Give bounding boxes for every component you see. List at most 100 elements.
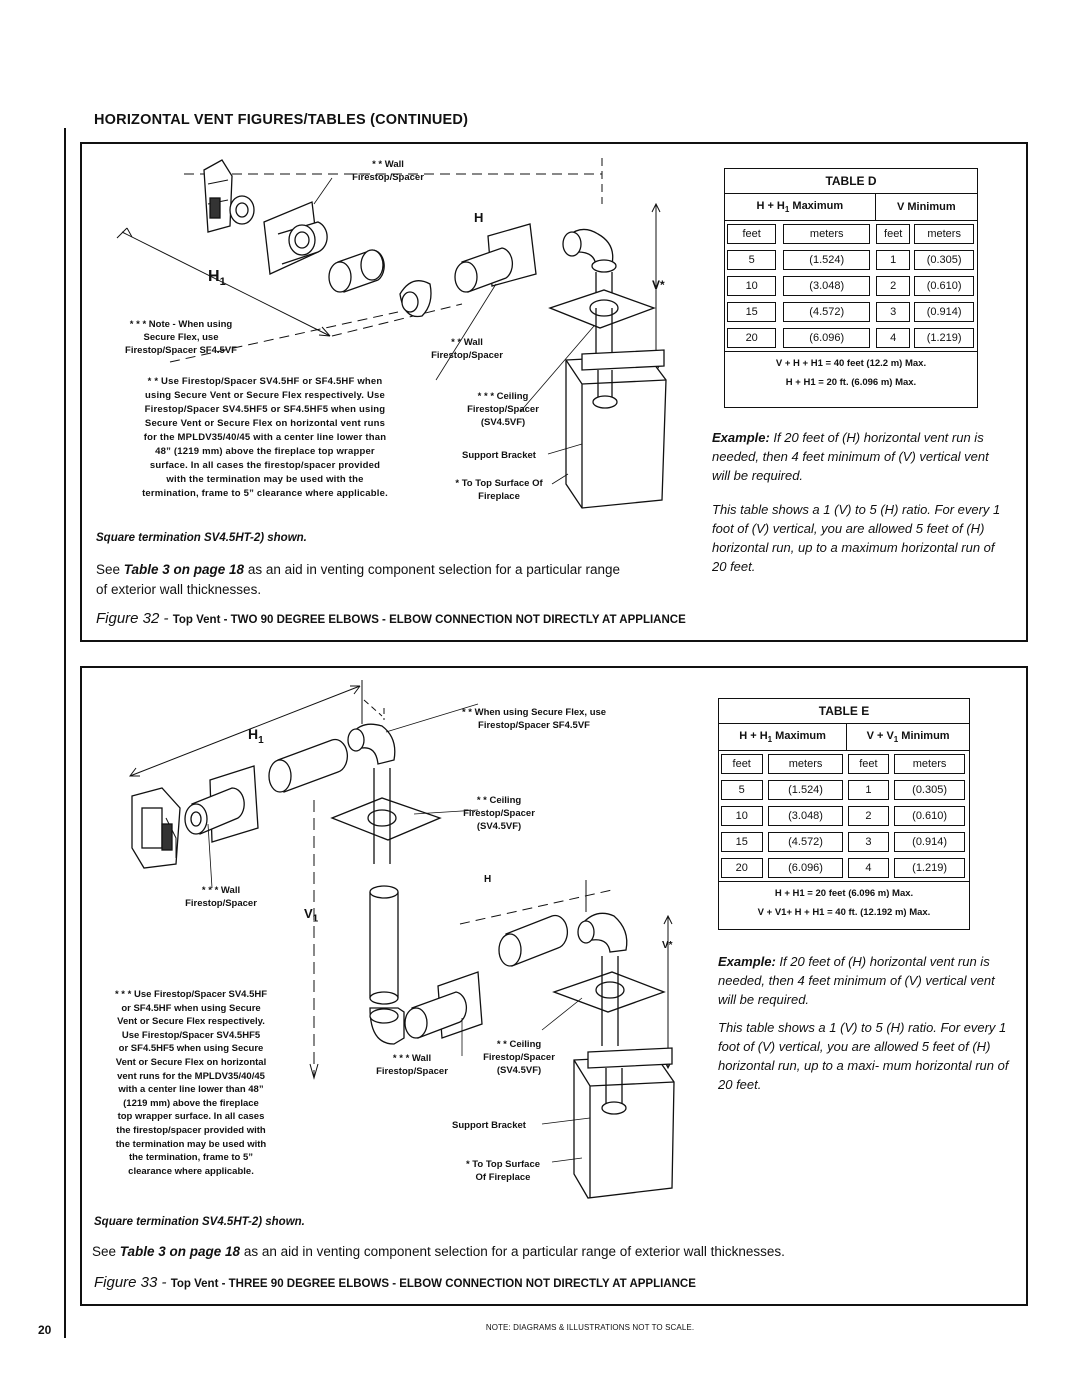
table-e-unit: meters — [893, 754, 966, 774]
fig32-use-note-line: Firestop/Spacer SV4.5HF5 or SF4.5HF5 whe… — [144, 404, 386, 415]
fig33-use-note: * * * Use Firestop/Spacer SV4.5HF or SF4… — [96, 988, 286, 1178]
table-d-unit: feet — [876, 224, 911, 244]
fig33-ceiling-bot-label-1: * * Ceiling — [496, 1039, 542, 1050]
fig33-use-note-line: Vent or Secure Flex on horizontal — [115, 1056, 267, 1068]
fig33-example: Example: If 20 feet of (H) horizontal ve… — [718, 954, 995, 1007]
fig33-dim-h1: H1 — [248, 726, 264, 746]
fig33-ceiling-top-label-3: (SV4.5VF) — [476, 821, 522, 832]
fig32-use-note-line: 48” (1219 mm) above the fireplace top wr… — [155, 446, 375, 457]
fig33-ceiling-bot-label-2: Firestop/Spacer — [483, 1052, 555, 1063]
fig32-top-surface-label-2: Fireplace — [478, 491, 520, 502]
fig33-use-note-line: (1219 mm) above the fireplace — [123, 1097, 259, 1109]
table-cell: (0.305) — [893, 780, 966, 800]
page-number: 20 — [38, 1323, 52, 1337]
table-row: 15 (4.572) 3 (0.914) — [719, 829, 969, 855]
fig32-use-note: * * Use Firestop/Spacer SV4.5HF or SF4.5… — [92, 375, 438, 501]
table-e-footer-line: H + H1 = 20 feet (6.096 m) Max. — [774, 888, 914, 899]
fig32-ceiling-label-3: (SV4.5VF) — [480, 417, 526, 428]
table-cell: 1 — [848, 780, 889, 800]
table-e-title: TABLE E — [719, 699, 969, 724]
fig33-wall-bottom-label-2: Firestop/Spacer — [376, 1066, 448, 1077]
table-e-unit: feet — [848, 754, 889, 774]
table-cell: (0.914) — [914, 302, 975, 322]
table-cell: 4 — [876, 328, 911, 348]
table-d-footer: V + H + H1 = 40 feet (12.2 m) Max. H + H… — [725, 351, 977, 395]
fig32-title: Figure 32 - Top Vent - TWO 90 DEGREE ELB… — [96, 610, 686, 627]
fig33-table-reference[interactable]: Table 3 on page 18 — [119, 1244, 241, 1259]
fig33-use-note-line: the firestop/spacer provided with — [116, 1124, 266, 1136]
fig32-ceiling-label-1: * * * Ceiling — [477, 391, 529, 402]
table-cell: 10 — [727, 276, 777, 296]
table-cell: (0.610) — [914, 276, 975, 296]
table-cell: 15 — [720, 832, 763, 852]
fig33-ceiling-top-label-1: * * Ceiling — [476, 795, 522, 806]
fig33-title: Figure 33 - Top Vent - THREE 90 DEGREE E… — [94, 1274, 696, 1291]
table-cell: (4.572) — [768, 832, 843, 852]
table-e-col1-header: H + H1 Maximum — [719, 723, 848, 751]
table-cell: 20 — [720, 858, 763, 878]
table-cell: 5 — [720, 780, 763, 800]
table-row: 20 (6.096) 4 (1.219) — [719, 855, 969, 881]
table-row: 15 (4.572) 3 (0.914) — [725, 299, 977, 325]
fig32-use-note-line: surface. In all cases the firestop/space… — [149, 460, 381, 471]
fig33-dim-v: V* — [662, 940, 673, 951]
fig33-wall-bottom-label-1: * * * Wall — [392, 1053, 432, 1064]
table-cell: 1 — [876, 250, 911, 270]
table-cell: 10 — [720, 806, 763, 826]
fig32-use-note-line: for the MPLDV35/40/45 with a center line… — [143, 432, 387, 443]
fig33-dim-v1: V1 — [304, 906, 319, 925]
fig33-use-note-line: Vent or Secure Flex respectively. — [117, 1016, 265, 1028]
page-margin-rule — [64, 128, 66, 1338]
fig32-table-reference[interactable]: Table 3 on page 18 — [123, 562, 245, 577]
table-cell: 2 — [876, 276, 911, 296]
table-cell: (3.048) — [783, 276, 871, 296]
table-e: TABLE E H + H1 Maximum V + V1 Minimum fe… — [718, 698, 970, 930]
table-cell: (1.219) — [893, 858, 966, 878]
figure-32-panel: * * Wall Firestop/Spacer H H1 V* * * * N… — [80, 142, 1028, 642]
fig32-use-note-line: with the termination may be used with th… — [166, 474, 364, 485]
table-cell: (1.524) — [783, 250, 871, 270]
fig33-wall-left-label-1: * * * Wall — [201, 885, 241, 896]
table-cell: (1.219) — [914, 328, 975, 348]
fig33-ceiling-bot-label-3: (SV4.5VF) — [496, 1065, 542, 1076]
fig32-dim-h: H — [474, 210, 484, 225]
table-cell: (0.914) — [893, 832, 966, 852]
table-e-col2-header: V + V1 Minimum — [846, 723, 969, 751]
table-cell: (6.096) — [768, 858, 843, 878]
table-d-footer-line: V + H + H1 = 40 feet (12.2 m) Max. — [775, 358, 927, 369]
fig33-support-bracket-label: Support Bracket — [452, 1120, 526, 1131]
fig32-use-note-line: Secure Vent or Secure Flex on horizontal… — [144, 418, 386, 429]
fig32-wall-firestop-label-2: Firestop/Spacer — [352, 172, 424, 183]
table-cell: 5 — [727, 250, 777, 270]
fig33-secure-flex-label-2: Firestop/Spacer SF4.5VF — [478, 720, 590, 731]
fig33-secure-flex-label-1: * * When using Secure Flex, use — [461, 707, 607, 718]
table-cell: (3.048) — [768, 806, 843, 826]
table-e-unit: feet — [720, 754, 763, 774]
table-e-footer-line: V + V1+ H + H1 = 40 ft. (12.192 m) Max. — [757, 907, 931, 918]
fig33-top-surface-label-2: Of Fireplace — [475, 1172, 531, 1183]
fig32-note-secure-1: * * * Note - When using — [129, 319, 233, 330]
fig33-use-note-line: the termination, frame to 5” — [128, 1152, 254, 1164]
table-cell: (4.572) — [783, 302, 871, 322]
fig32-use-note-line: termination, frame to 5” clearance where… — [142, 488, 388, 499]
fig33-ratio-text: This table shows a 1 (V) to 5 (H) ratio.… — [718, 1020, 1009, 1092]
fig33-use-note-line: the termination may be used with — [115, 1138, 267, 1150]
table-row: 5 (1.524) 1 (0.305) — [719, 777, 969, 803]
figure-33-panel: * * When using Secure Flex, use Firestop… — [80, 666, 1028, 1306]
fig32-use-note-line: * * Use Firestop/Spacer SV4.5HF or SF4.5… — [147, 376, 383, 387]
fig32-example: Example: If 20 feet of (H) horizontal ve… — [712, 430, 989, 483]
fig32-ceiling-label-2: Firestop/Spacer — [467, 404, 539, 415]
table-cell: 3 — [848, 832, 889, 852]
fig33-see-text: See Table 3 on page 18 as an aid in vent… — [92, 1244, 785, 1259]
fig33-ceiling-top-label-2: Firestop/Spacer — [463, 808, 535, 819]
table-cell: 15 — [727, 302, 777, 322]
table-d-col2-header: V Minimum — [875, 193, 977, 221]
table-cell: (0.610) — [893, 806, 966, 826]
table-row: 10 (3.048) 2 (0.610) — [719, 803, 969, 829]
table-cell: 2 — [848, 806, 889, 826]
table-d-unit: meters — [783, 224, 871, 244]
figure-32-diagram — [116, 158, 667, 509]
fig33-use-note-line: clearance where applicable. — [128, 1165, 254, 1177]
fig32-see-text: See Table 3 on page 18 as an aid in vent… — [96, 562, 621, 597]
fig33-use-note-line: top wrapper surface. In all cases — [117, 1111, 265, 1123]
